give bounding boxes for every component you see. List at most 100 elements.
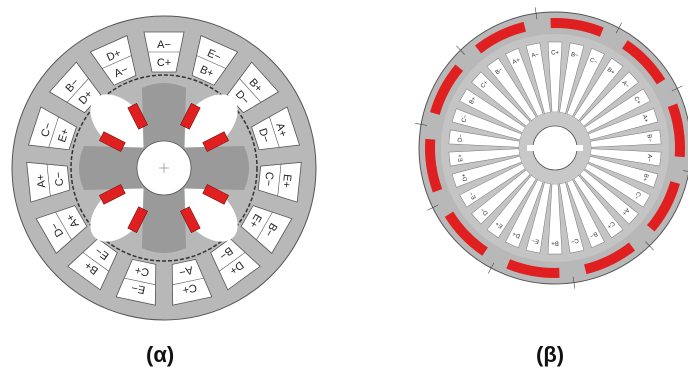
right-slot-label: D− [458,133,465,142]
right-slot-label: C− [570,237,579,245]
right-slot-label: B− [570,52,579,60]
right-slot-label: B+ [551,239,559,245]
left-magnet [180,206,201,233]
right-magnet [444,211,488,256]
right-stator-slot: B− [559,42,585,114]
right-magnet [646,181,680,232]
right-stator-slot: B− [486,57,537,121]
right-stator-slot: D+ [505,179,544,249]
right-slot-label: B+ [641,173,649,182]
right-stator-slot: D+ [451,155,522,188]
left-stator-slot: D+A− [89,35,137,86]
right-stator-slot: B− [566,179,605,249]
right-magnet [550,18,604,37]
right-slot-label: D− [480,206,490,216]
left-slot-label-outer: B− [262,221,279,239]
right-magnet [584,242,636,275]
caption-beta: (β) [536,342,565,367]
left-slot-label-outer: C+ [181,281,198,296]
right-slot-label: D+ [511,230,521,239]
left-stator-slot: C−E+ [27,106,77,151]
left-stator-slot: A+C− [26,161,71,203]
right-shaft [532,125,578,171]
right-stator-slot: D− [448,129,520,148]
right-stator-slot: C− [559,182,585,254]
right-stator-slot: D− [471,169,531,225]
right-slot-label: B− [495,67,505,77]
left-stator-slot: A− C+ [143,31,185,73]
right-slot-label: A+ [512,57,522,66]
left-slot-label-inner: C+ [157,57,171,69]
right-slot-label: B− [646,134,653,143]
left-slot-label-inner: A− [113,64,130,81]
right-stator-slot: C+ [573,175,624,239]
right-slot-label: B+ [606,67,616,77]
right-magnet [430,64,464,115]
left-stator-slot: E− C+ [115,258,157,306]
left-stator-slot: B+D− [226,61,280,114]
right-magnet [425,138,443,193]
left-slot-label-inner: E+ [56,127,72,144]
right-magnet [622,40,666,85]
left-stator-slot: B−E+ [240,205,293,254]
right-magnet [474,21,526,54]
right-slot-label: C− [589,57,599,66]
left-stator-slot: E+C− [257,161,302,203]
right-stator-slot: A− [525,42,551,114]
left-stator-slot: A+D− [251,106,301,151]
left-slot-label-outer: C− [39,121,55,138]
right-slot-label: E+ [458,153,465,162]
right-slot-label: C+ [605,220,615,230]
right-stator-slot: A− [579,71,639,127]
right-slot-label: A− [531,52,540,60]
right-slot-label: B+ [469,96,478,106]
right-slot-label: E− [469,190,478,200]
left-stator-slot: D−A+ [35,205,88,254]
right-stator-slot: B+ [588,155,659,188]
right-stator-slot: B+ [547,183,563,255]
right-stator-slot: B+ [459,88,526,133]
left-slot-label-inner: C+ [134,263,151,278]
right-stator-slot: C− [584,163,651,208]
left-slot-label-outer: A+ [273,122,289,139]
left-slot-label-outer: A− [157,39,171,51]
right-stator-slot: C+ [584,88,651,133]
left-magnet [127,206,148,233]
right-stator-slot: E+ [486,175,537,239]
right-slot-label: A− [620,80,630,90]
right-slot-label: C+ [632,96,641,106]
left-slot-label-outer: E+ [280,173,293,188]
left-slot-label-outer: A+ [35,173,48,188]
left-slot-label-inner: A− [178,263,194,278]
left-slot-label-outer: D+ [105,47,123,64]
right-slot-label: C+ [480,80,490,90]
right-slot-label: E+ [494,219,504,229]
right-stator-slot: C+ [547,41,563,113]
left-stator-slot: E−B+ [191,35,239,86]
left-slot-label-inner: A+ [64,212,81,230]
right-stator-slot: A+ [579,169,639,225]
left-slot-label-outer: E− [130,281,146,296]
right-slot-label: A+ [641,114,649,123]
left-magnet [202,131,229,152]
right-slot-label: C+ [551,51,559,57]
right-stator-slot: C+ [471,71,531,127]
right-slot-label: B− [588,230,598,239]
right-slot-label: A− [645,154,652,163]
right-slot-label: E− [531,237,540,245]
right-stator-slot: A+ [588,108,659,141]
left-magnet [127,103,148,130]
left-stator-slot: C+ A− [171,258,213,306]
right-stator-slot: A+ [505,47,544,117]
right-stator-slot: E+ [448,148,520,167]
right-magnet [667,103,685,158]
left-slot-label-inner: B+ [198,64,215,81]
left-stator-slot: B+E− [67,238,118,291]
left-slot-label-outer: E− [205,47,222,64]
right-slot-label: D+ [461,172,469,182]
left-slot-label-inner: E+ [246,212,263,230]
right-slot-label: A+ [620,206,630,216]
right-stator-slot: C− [566,47,605,117]
